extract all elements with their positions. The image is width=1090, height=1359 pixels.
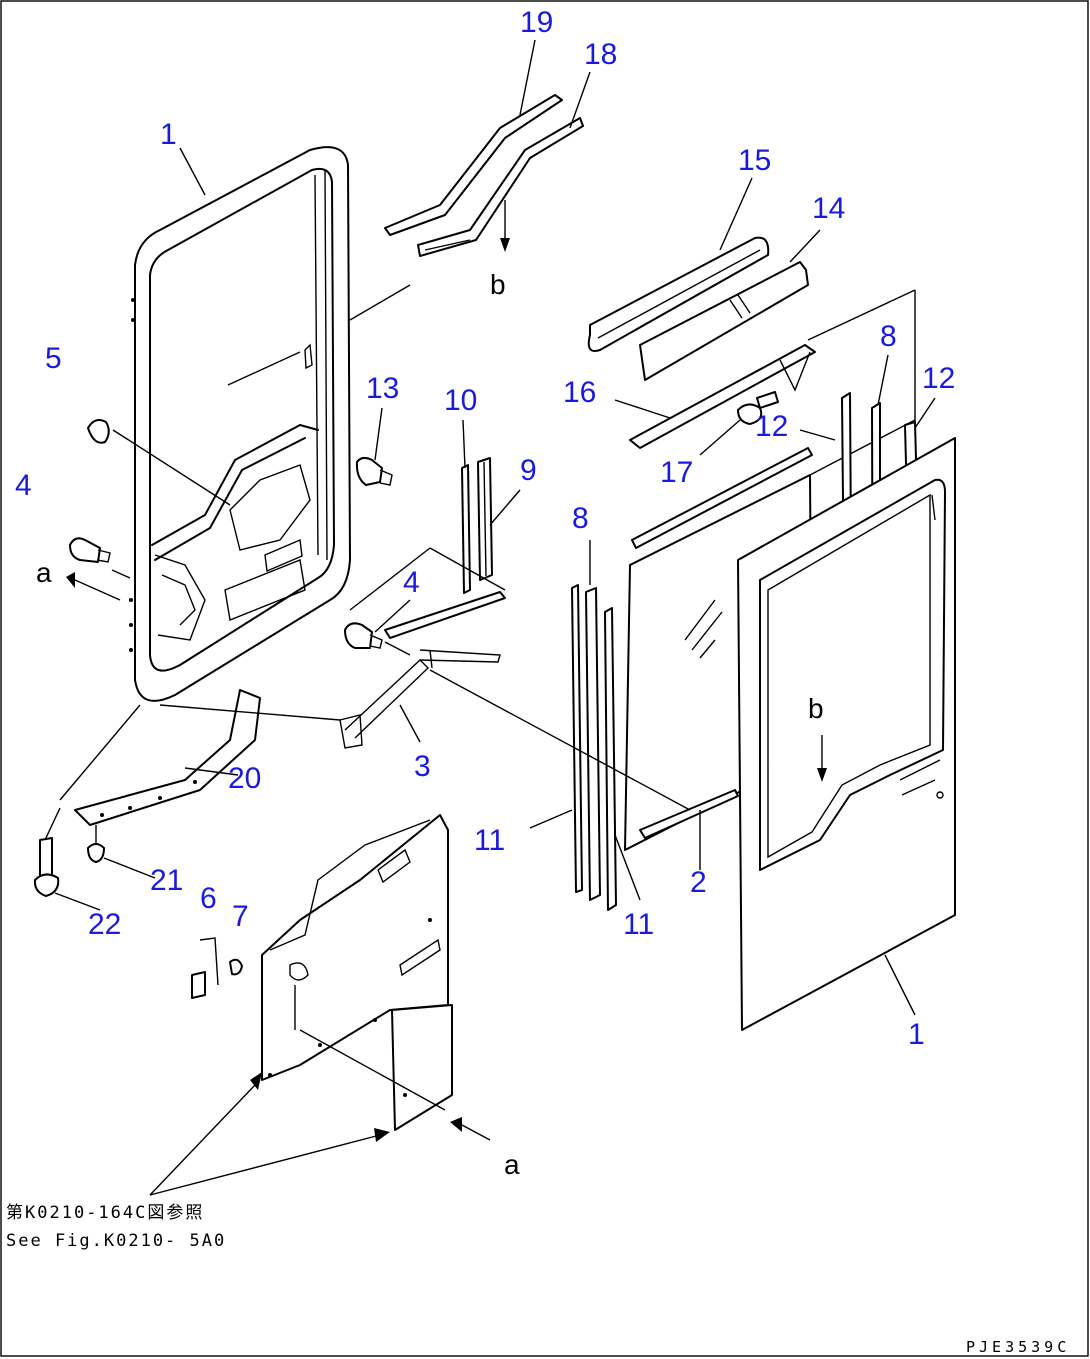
- callout-22: 22: [88, 908, 121, 941]
- callout-10: 10: [444, 384, 477, 417]
- view-mark-a-bottom: a: [504, 1149, 520, 1180]
- callout-19: 19: [520, 6, 553, 39]
- callout-9: 9: [520, 454, 537, 487]
- strip-16-clip-17: [629, 344, 816, 449]
- glass-top-parts: [587, 236, 809, 381]
- reference-note-en: See Fig.K0210- 5A0: [6, 1231, 226, 1251]
- callout-8-left: 8: [572, 502, 589, 535]
- channel-9-10: [461, 457, 493, 594]
- callout-numbers: 19 18 1 15 14 5 13 10 9 16 8 12 12 17 4 …: [15, 6, 955, 1051]
- callout-2: 2: [690, 866, 707, 899]
- leader-line: [429, 669, 691, 811]
- callout-21: 21: [150, 864, 183, 897]
- fasteners: [69, 419, 411, 656]
- door-outer-skin: [737, 437, 956, 1031]
- callout-3: 3: [414, 750, 431, 783]
- view-marks: a b b a: [36, 269, 824, 1180]
- callout-18: 18: [584, 38, 617, 71]
- arrow-head: [66, 572, 75, 588]
- strip-2: [639, 789, 739, 839]
- callout-17: 17: [660, 456, 693, 489]
- drawing-code: PJE3539C: [966, 1338, 1070, 1356]
- view-mark-b-door: b: [808, 693, 824, 724]
- leader-line: [349, 284, 411, 321]
- callout-16: 16: [563, 376, 596, 409]
- callout-8-right: 8: [880, 320, 897, 353]
- callout-1-right: 1: [908, 1018, 925, 1051]
- upper-seal-parts: [384, 94, 584, 257]
- door-frame-assembly: [129, 146, 351, 702]
- bottom-arrows: [149, 1072, 491, 1196]
- callout-leaders: [54, 39, 936, 1016]
- leader-line: [227, 351, 301, 386]
- callout-11-right: 11: [623, 908, 654, 941]
- reference-note-jp: 第K0210-164C図参照: [6, 1203, 204, 1223]
- callout-20: 20: [228, 762, 261, 795]
- callout-1: 1: [160, 118, 177, 151]
- callout-5: 5: [45, 342, 62, 375]
- callout-4-left: 4: [15, 469, 32, 502]
- screws-21-22: [33, 807, 105, 897]
- lower-strip-20: [74, 689, 261, 826]
- callout-7: 7: [232, 900, 249, 933]
- vertical-strips-left: [571, 540, 617, 911]
- leader-line: [59, 704, 141, 801]
- leader-line: [159, 704, 341, 721]
- callout-12-right: 12: [922, 362, 955, 395]
- callout-11-left: 11: [474, 824, 505, 857]
- view-mark-b-top: b: [490, 269, 506, 300]
- inner-trim-panel: [261, 814, 453, 1131]
- callout-14: 14: [812, 192, 845, 225]
- view-mark-a-left: a: [36, 557, 52, 588]
- handle-6-clip-7: [191, 937, 243, 999]
- callout-6: 6: [200, 882, 217, 915]
- callout-12-left: 12: [755, 410, 788, 443]
- window-regulator: [339, 547, 506, 749]
- callout-4-center: 4: [403, 566, 420, 599]
- callout-13: 13: [366, 372, 399, 405]
- view-arrow: [74, 579, 121, 601]
- callout-15: 15: [738, 144, 771, 177]
